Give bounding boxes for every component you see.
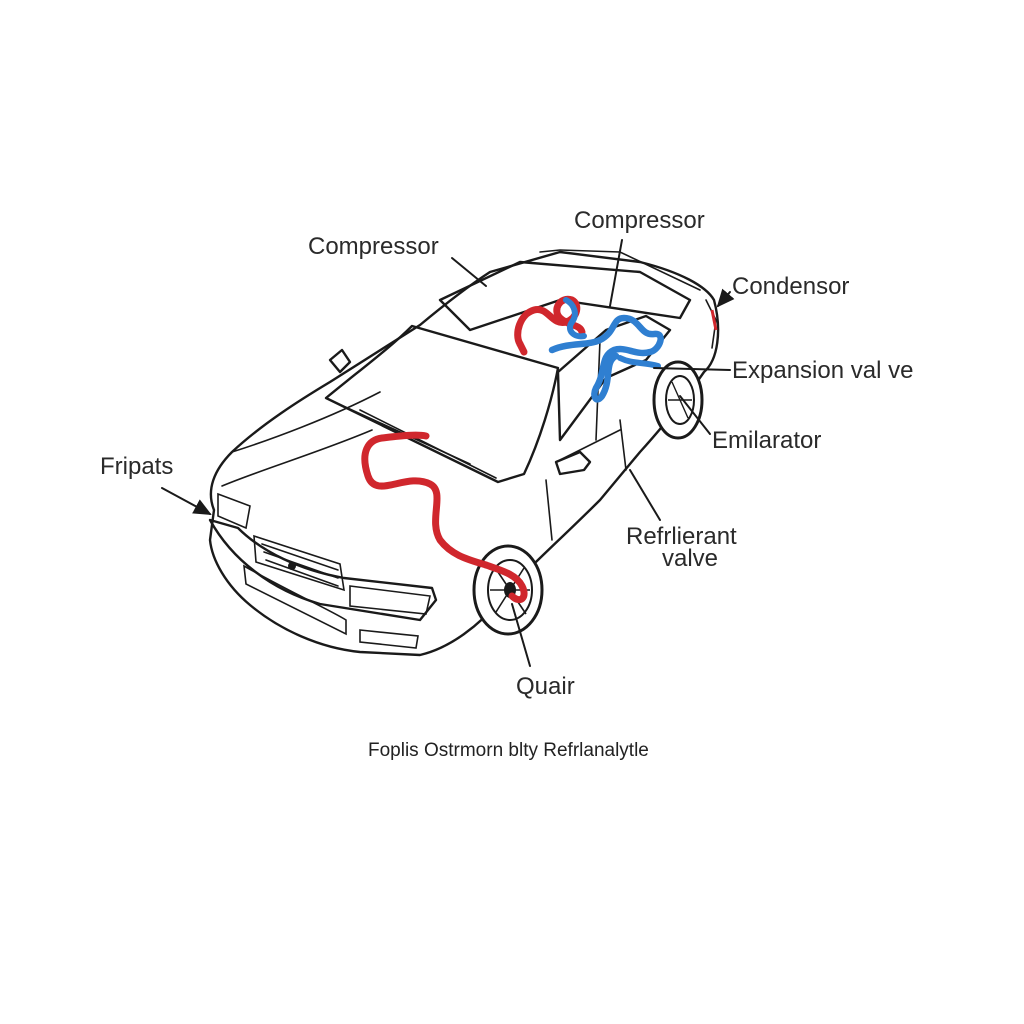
label-compressor-top: Compressor bbox=[574, 207, 705, 234]
car-roof bbox=[438, 260, 692, 332]
wheel-icon bbox=[652, 360, 704, 440]
car-outline-icon bbox=[208, 249, 720, 657]
label-expansion-valve: Expansion val ve bbox=[732, 357, 913, 384]
leader-lines bbox=[161, 239, 735, 667]
wheel-icon bbox=[472, 544, 544, 636]
label-refrigerant-line2: valve bbox=[662, 545, 718, 572]
cold-refrigerant-line bbox=[548, 297, 664, 403]
label-emilarator: Emilarator bbox=[712, 427, 821, 454]
label-condensor: Condensor bbox=[732, 273, 849, 300]
label-quair: Quair bbox=[516, 673, 575, 700]
label-fripats: Fripats bbox=[100, 453, 173, 480]
car-mirror bbox=[554, 450, 592, 476]
car-grille bbox=[253, 534, 345, 592]
car-front-bumper bbox=[208, 518, 438, 622]
car-windshield bbox=[324, 324, 560, 484]
diagram-caption: Foplis Ostrmorn blty Refrlanalytle bbox=[368, 740, 649, 761]
label-refrigerant-line1: Refrlierant bbox=[626, 523, 737, 550]
label-compressor-left: Compressor bbox=[308, 233, 439, 260]
car-headlight bbox=[217, 492, 251, 530]
